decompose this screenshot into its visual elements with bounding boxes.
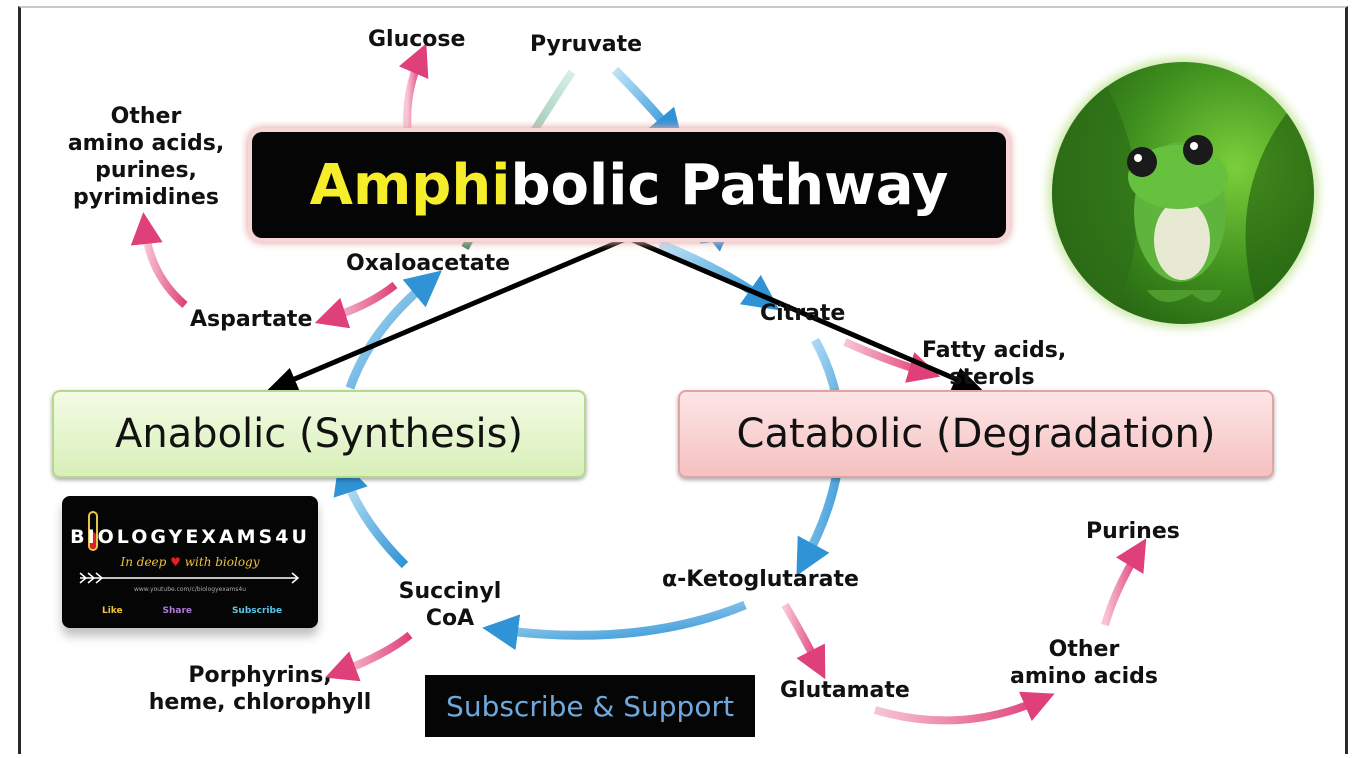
badge-actions: Like Share Subscribe (82, 606, 302, 616)
arrow-title-to-catabolic (627, 235, 984, 391)
channel-badge[interactable]: BIOLOGYEXAMS4U In deep ♥ with biology ww… (62, 496, 318, 628)
test-tube-icon (88, 511, 98, 551)
arrow-succinyl-to-porphyrins (325, 631, 413, 682)
badge-share[interactable]: Share (162, 606, 193, 616)
label-ketoglutarate: α-Ketoglutarate (662, 567, 859, 592)
title-rest: bolic Pathway (510, 152, 949, 218)
badge-arrow-line (79, 572, 300, 584)
badge-tagline: In deep ♥ with biology (120, 555, 260, 569)
subscribe-support-button[interactable]: Subscribe & Support (425, 675, 755, 737)
frog-icon (1052, 62, 1314, 324)
label-aspartate: Aspartate (190, 307, 313, 332)
page-title: Amphibolic Pathway (310, 153, 949, 218)
label-succinyl-coa: Succinyl CoA (398, 579, 502, 631)
frog-image (1052, 62, 1314, 324)
label-glutamate: Glutamate (780, 678, 910, 703)
arrow-citrate-to-fatty-acids (843, 338, 941, 383)
arrow-title-to-anabolic (266, 235, 629, 391)
badge-subscribe[interactable]: Subscribe (231, 606, 283, 616)
arrow-pyruvate-to-cycle (611, 66, 684, 146)
badge-like[interactable]: Like (101, 606, 123, 616)
arrow-cycle-to-oxaloacetate (345, 270, 442, 390)
label-porphyrins: Porphyrins, heme, chlorophyll (148, 663, 372, 715)
badge-url: www.youtube.com/c/biologyexams4u (133, 586, 247, 593)
label-other-amino-acids: Other amino acids (1009, 637, 1159, 689)
label-pyruvate: Pyruvate (530, 32, 643, 57)
title-banner: Amphibolic Pathway (252, 132, 1006, 238)
label-purines: Purines (1086, 519, 1180, 544)
arrow-succinyl-to-cycle (333, 457, 409, 569)
arrow-glutamate-to-other-amino (873, 691, 1055, 725)
label-fatty-acids-sterols: Fatty acids, sterols (922, 338, 1067, 390)
arrow-to-glucose (398, 43, 429, 136)
arrow-aspartate-to-other-amino (130, 212, 188, 309)
badge-brand: BIOLOGYEXAMS4U (70, 526, 310, 548)
heart-icon: ♥ (170, 555, 181, 569)
title-highlight: Amphi (309, 152, 511, 218)
label-citrate: Citrate (760, 301, 846, 326)
arrow-other-amino-to-purines (1101, 538, 1147, 627)
arrow-ketoglutarate-to-glutamate (781, 602, 826, 680)
label-oxaloacetate: Oxaloacetate (346, 251, 511, 276)
catabolic-box: Catabolic (Degradation) (678, 390, 1274, 478)
anabolic-box: Anabolic (Synthesis) (52, 390, 586, 478)
arrow-oxaloacetate-to-aspartate (314, 281, 398, 329)
label-other-amino-acids-purines: Other amino acids, purines, pyrimidines (67, 104, 225, 210)
label-glucose: Glucose (368, 27, 466, 52)
arrow-ketoglutarate-to-succinyl (482, 600, 747, 651)
